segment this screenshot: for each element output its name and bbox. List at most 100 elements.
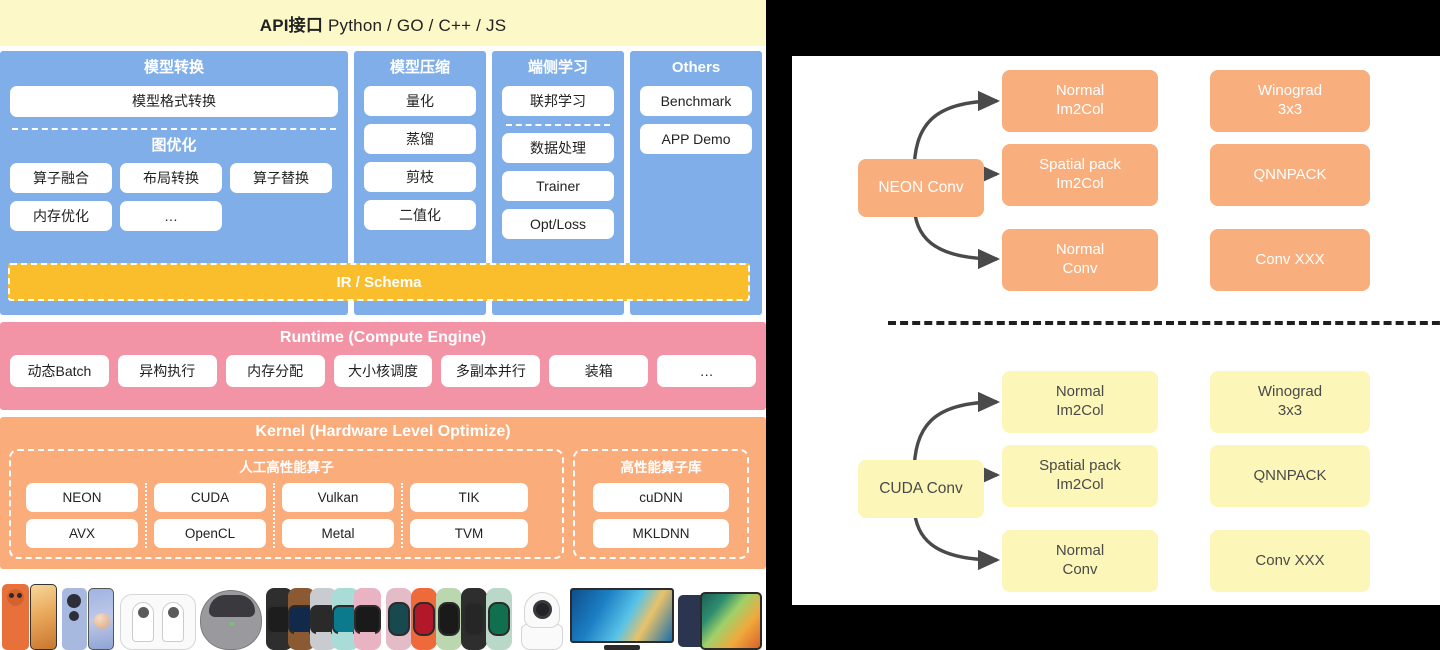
- box-neon[interactable]: NEON: [26, 483, 138, 512]
- box-app-demo[interactable]: APP Demo: [640, 123, 752, 154]
- box-avx[interactable]: AVX: [26, 519, 138, 548]
- node-label-line2: 3x3: [1277, 101, 1303, 118]
- node-label-line2: Im2Col: [1056, 402, 1104, 419]
- box-packing[interactable]: 装箱: [549, 355, 649, 387]
- kernel-manual-operators-box: 人工高性能算子 NEON AVX CUDA OpenCL Vulkan Meta: [9, 449, 564, 559]
- node-label-line1: Normal: [1055, 82, 1105, 100]
- box-federated-learning[interactable]: 联邦学习: [502, 85, 614, 116]
- box-trainer[interactable]: Trainer: [502, 170, 614, 201]
- divider-dashed: [506, 123, 610, 126]
- box-dynamic-batch[interactable]: 动态Batch: [10, 355, 109, 387]
- node-neon-conv[interactable]: NEON Conv: [858, 159, 984, 217]
- runtime-items: 动态Batch 异构执行 内存分配 大小核调度 多副本并行 装箱 …: [10, 355, 757, 387]
- node-cuda-conv-xxx[interactable]: Conv XXX: [1210, 530, 1370, 592]
- column-model-compression-title: 模型压缩: [389, 59, 450, 76]
- ir-schema-bar: IR / Schema: [8, 263, 750, 301]
- kernel-col-compiler: TIK TVM: [401, 483, 535, 548]
- box-opt-loss[interactable]: Opt/Loss: [502, 208, 614, 239]
- device-smartphone-blue-icon: [62, 588, 116, 650]
- device-photo-strip: [0, 572, 766, 650]
- node-label-line1: Normal: [1055, 383, 1105, 401]
- kernel-col-gpu-compute: CUDA OpenCL: [145, 483, 273, 548]
- box-pruning[interactable]: 剪枝: [364, 161, 476, 192]
- group-divider: [888, 321, 1440, 325]
- node-label-line2: Conv: [1062, 561, 1098, 578]
- node-label-line2: Im2Col: [1056, 101, 1104, 118]
- box-tvm[interactable]: TVM: [410, 519, 528, 548]
- node-label-line1: Normal: [1055, 241, 1105, 259]
- box-vulkan[interactable]: Vulkan: [282, 483, 394, 512]
- node-label-line1: Normal: [1055, 542, 1105, 560]
- box-cuda[interactable]: CUDA: [154, 483, 266, 512]
- box-more-graph-opt[interactable]: …: [120, 201, 222, 231]
- node-label-line1: Spatial pack: [1039, 457, 1121, 475]
- device-earbuds-case-round-icon: [200, 590, 262, 650]
- box-layout-conversion[interactable]: 布局转换: [120, 163, 222, 193]
- box-quantization[interactable]: 量化: [364, 85, 476, 116]
- model-compression-items: 量化 蒸馏 剪枝 二值化: [364, 85, 476, 230]
- box-binarization[interactable]: 二值化: [364, 199, 476, 230]
- node-label-line1: Winograd: [1257, 383, 1323, 401]
- column-model-conversion-title: 模型转换: [143, 59, 204, 76]
- flow-arrows: [912, 90, 1001, 571]
- kernel-col-arm: NEON AVX: [19, 483, 145, 548]
- box-big-little-core-scheduling[interactable]: 大小核调度: [333, 355, 433, 387]
- kernel-col-graphics-api: Vulkan Metal: [273, 483, 401, 548]
- box-cudnn[interactable]: cuDNN: [593, 483, 729, 512]
- box-opencl[interactable]: OpenCL: [154, 519, 266, 548]
- column-others-title: Others: [671, 59, 721, 76]
- kernel-manual-columns: NEON AVX CUDA OpenCL Vulkan Metal TIK: [19, 483, 554, 548]
- node-neon-conv-xxx[interactable]: Conv XXX: [1210, 229, 1370, 291]
- node-cuda-qnnpack[interactable]: QNNPACK: [1210, 445, 1370, 507]
- node-cuda-conv[interactable]: CUDA Conv: [858, 460, 984, 518]
- device-smartwatch-cluster-icon: [266, 586, 382, 650]
- device-fitness-band-cluster-icon: [386, 586, 514, 650]
- box-mkldnn[interactable]: MKLDNN: [593, 519, 729, 548]
- api-layer-band: API接口 Python / GO / C++ / JS: [0, 0, 766, 46]
- box-benchmark[interactable]: Benchmark: [640, 85, 752, 116]
- box-tik[interactable]: TIK: [410, 483, 528, 512]
- device-smart-tv-icon: [570, 588, 674, 650]
- kernel-operator-library-title: 高性能算子库: [620, 460, 702, 475]
- box-operator-substitution[interactable]: 算子替换: [230, 163, 332, 193]
- runtime-layer-title: Runtime (Compute Engine): [279, 329, 487, 346]
- device-earbuds-case-open-icon: [120, 594, 196, 650]
- box-metal[interactable]: Metal: [282, 519, 394, 548]
- device-smartphone-orange-icon: [2, 584, 58, 650]
- others-items: Benchmark APP Demo: [640, 85, 752, 154]
- kernel-layer-band: Kernel (Hardware Level Optimize) 人工高性能算子…: [0, 417, 766, 569]
- api-layer-title-langs: Python / GO / C++ / JS: [323, 15, 507, 35]
- node-label-line1: Winograd: [1257, 82, 1323, 100]
- box-memory-allocation[interactable]: 内存分配: [225, 355, 325, 387]
- kernel-operator-library-box: 高性能算子库 cuDNN MKLDNN: [573, 449, 749, 559]
- node-label-line2: Im2Col: [1056, 476, 1104, 493]
- box-memory-optimize[interactable]: 内存优化: [10, 201, 112, 231]
- box-model-format-conversion[interactable]: 模型格式转换: [10, 85, 338, 117]
- column-on-device-learning-title: 端侧学习: [527, 59, 588, 76]
- box-operator-fusion[interactable]: 算子融合: [10, 163, 112, 193]
- box-data-processing[interactable]: 数据处理: [502, 132, 614, 163]
- node-label-line2: Conv: [1062, 260, 1098, 277]
- box-multi-replica-parallel[interactable]: 多副本并行: [441, 355, 541, 387]
- framework-architecture-panel: API接口 Python / GO / C++ / JS 模型转换 模型格式转换…: [0, 0, 766, 650]
- kernel-layer-title: Kernel (Hardware Level Optimize): [255, 423, 511, 440]
- divider-dashed: [12, 127, 336, 130]
- device-security-camera-icon: [518, 592, 566, 650]
- node-label-line2: Im2Col: [1056, 175, 1104, 192]
- box-heterogeneous-exec[interactable]: 异构执行: [117, 355, 217, 387]
- node-neon-qnnpack[interactable]: QNNPACK: [1210, 144, 1370, 206]
- box-distillation[interactable]: 蒸馏: [364, 123, 476, 154]
- device-tablet-icon: [678, 592, 762, 650]
- box-more-runtime[interactable]: …: [657, 355, 757, 387]
